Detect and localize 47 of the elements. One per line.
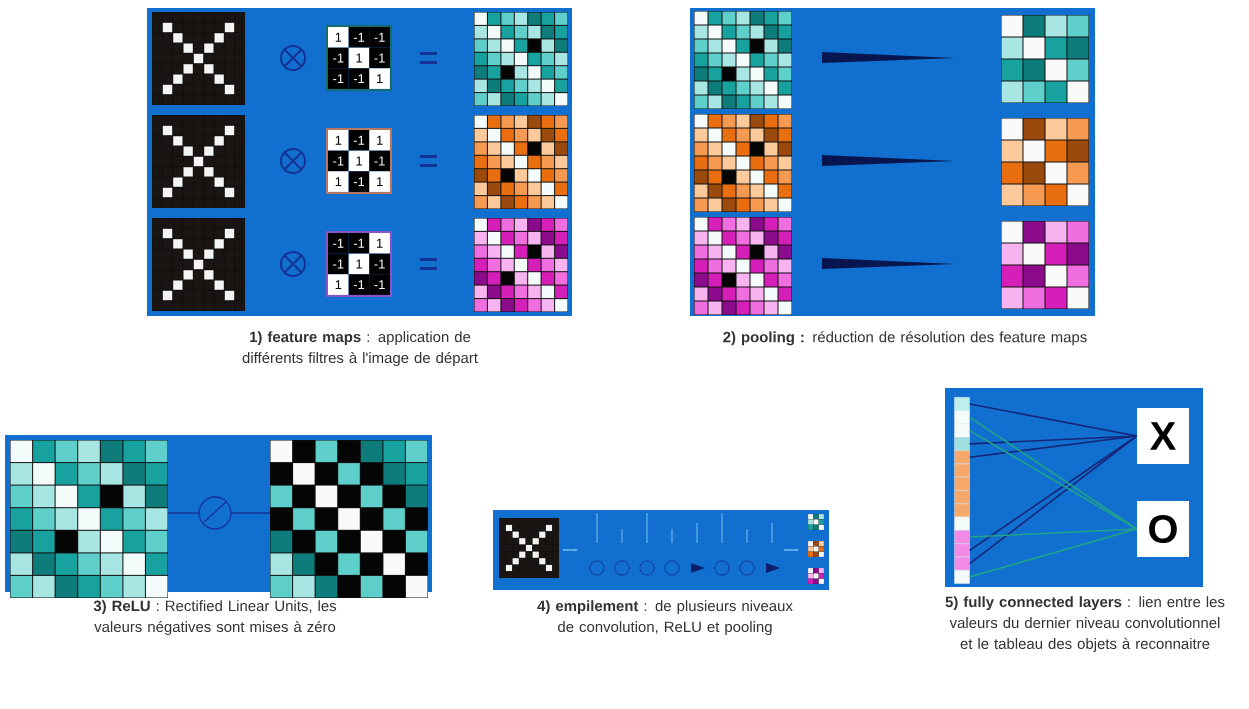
filter-cell: -1 — [328, 68, 349, 89]
filter-cell: -1 — [369, 150, 390, 172]
filter-cell: -1 — [328, 233, 349, 254]
connection-line — [968, 528, 1138, 578]
filter-cell: -1 — [328, 47, 349, 69]
caption: 3) ReLU : Rectified Linear Units, les valeurs négatives sont mises à zéro — [93, 600, 337, 636]
vector-cell — [954, 410, 970, 425]
vector-cell — [954, 516, 970, 531]
filter-cell: -1 — [328, 150, 349, 172]
filter-cell: -1 — [348, 233, 370, 254]
vector-cell — [954, 477, 970, 491]
filter-cell: -1 — [369, 274, 390, 295]
filter-cell: 1 — [369, 171, 390, 192]
filter-cell: -1 — [348, 68, 370, 89]
vector-cell — [954, 423, 970, 438]
filter-cell: 1 — [328, 130, 349, 151]
vector-cell — [954, 397, 970, 411]
vector-cell — [954, 570, 970, 584]
vector-cell — [954, 463, 970, 478]
vector-cell — [954, 490, 970, 504]
filter-cell: -1 — [348, 171, 370, 192]
connection-line — [968, 528, 1138, 538]
vector-cell — [954, 450, 970, 464]
filter-cell: -1 — [369, 27, 390, 48]
caption: 2) pooling : réduction de résolution des feature maps — [723, 331, 1087, 346]
filter-cell: -1 — [348, 274, 370, 295]
filter-cell: -1 — [369, 253, 390, 275]
filter-cell: -1 — [348, 27, 370, 48]
vector-cell — [954, 556, 970, 571]
vector-cell — [954, 543, 970, 558]
filter-cell: 1 — [328, 274, 349, 295]
filter-cell: 1 — [328, 27, 349, 48]
caption: 1) feature maps : application de différents filtres à l'image de départ — [242, 331, 478, 367]
filter-cell: 1 — [369, 233, 390, 254]
vector-cell — [954, 437, 970, 451]
filter-cell: 1 — [369, 68, 390, 89]
filter-cell: -1 — [369, 47, 390, 69]
vector-cell — [954, 530, 970, 544]
vector-cell — [954, 503, 970, 518]
filter-cell: -1 — [328, 253, 349, 275]
caption: 5) fully connected layers : lien entre les valeurs du dernier niveau convolutionnel et le tableau des objets à reconnaitre — [945, 596, 1225, 652]
class-box: O — [1137, 501, 1189, 557]
caption: 4) empilement : de plusieurs niveaux de convolution, ReLU et pooling — [537, 600, 793, 636]
filter-cell: -1 — [348, 130, 370, 151]
filter-cell: 1 — [369, 130, 390, 151]
class-box: X — [1137, 408, 1189, 464]
filter-cell: 1 — [328, 171, 349, 192]
